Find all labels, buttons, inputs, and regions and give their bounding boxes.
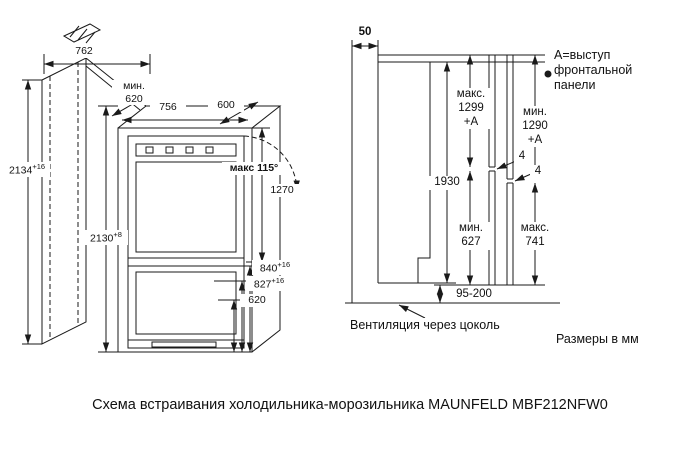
dim-niche-height: 1930 — [428, 176, 466, 190]
ventilation-note: Вентиляция через цоколь — [350, 318, 560, 333]
dim-height-outer-value: 2134 — [8, 164, 33, 177]
diagram-caption: Схема встраивания холодильника-морозильн… — [92, 397, 608, 413]
dim-upper-panel-min: мин. 1290 +А — [514, 106, 556, 148]
dim-rear-gap: 50 — [346, 26, 384, 40]
dim-plinth-height: 95-200 — [450, 288, 498, 302]
dim-freezer-outer-value: 840 — [259, 262, 278, 275]
dim-freezer-min: 620 — [240, 294, 274, 307]
dim-upper-panel-max: макс. 1299 +А — [450, 88, 492, 130]
dim-freezer-outer-tolerance: +16 — [277, 260, 291, 269]
dim-panel-gap-lower: 4 — [530, 165, 546, 179]
dim-height-outer: 2134+16 — [4, 162, 50, 178]
dim-width-outer: 762 — [56, 45, 112, 58]
dim-lower-panel-min: мин. 627 — [452, 222, 490, 250]
dim-freezer-inner: 827+16 — [246, 276, 292, 292]
door-swing-arc — [243, 135, 300, 191]
dim-panel-gap-upper: 4 — [514, 150, 530, 164]
dim-depth-unit: 600 — [208, 99, 244, 112]
dim-freezer-inner-tolerance: +16 — [271, 276, 285, 285]
dim-height-inner: 2130+8 — [84, 230, 128, 246]
door-opening-angle: макс 115° — [222, 162, 286, 175]
dim-height-inner-value: 2130 — [90, 232, 114, 245]
dim-freezer-inner-value: 827 — [253, 278, 272, 291]
dim-freezer-outer: 840+16 — [252, 260, 298, 276]
dim-upper-section: 1270 — [264, 184, 300, 197]
dim-depth-min: мин. 620 — [112, 80, 156, 106]
dim-height-outer-tolerance: +16 — [32, 162, 46, 171]
dim-height-inner-tolerance: +8 — [113, 230, 122, 239]
front-panel-note: А=выступ фронтальной панели — [554, 48, 684, 93]
units-note: Размеры в мм — [556, 332, 686, 347]
dim-lower-panel-max: макс. 741 — [516, 222, 554, 250]
dim-width-inner: 756 — [150, 101, 186, 114]
side-view-body — [345, 40, 560, 304]
